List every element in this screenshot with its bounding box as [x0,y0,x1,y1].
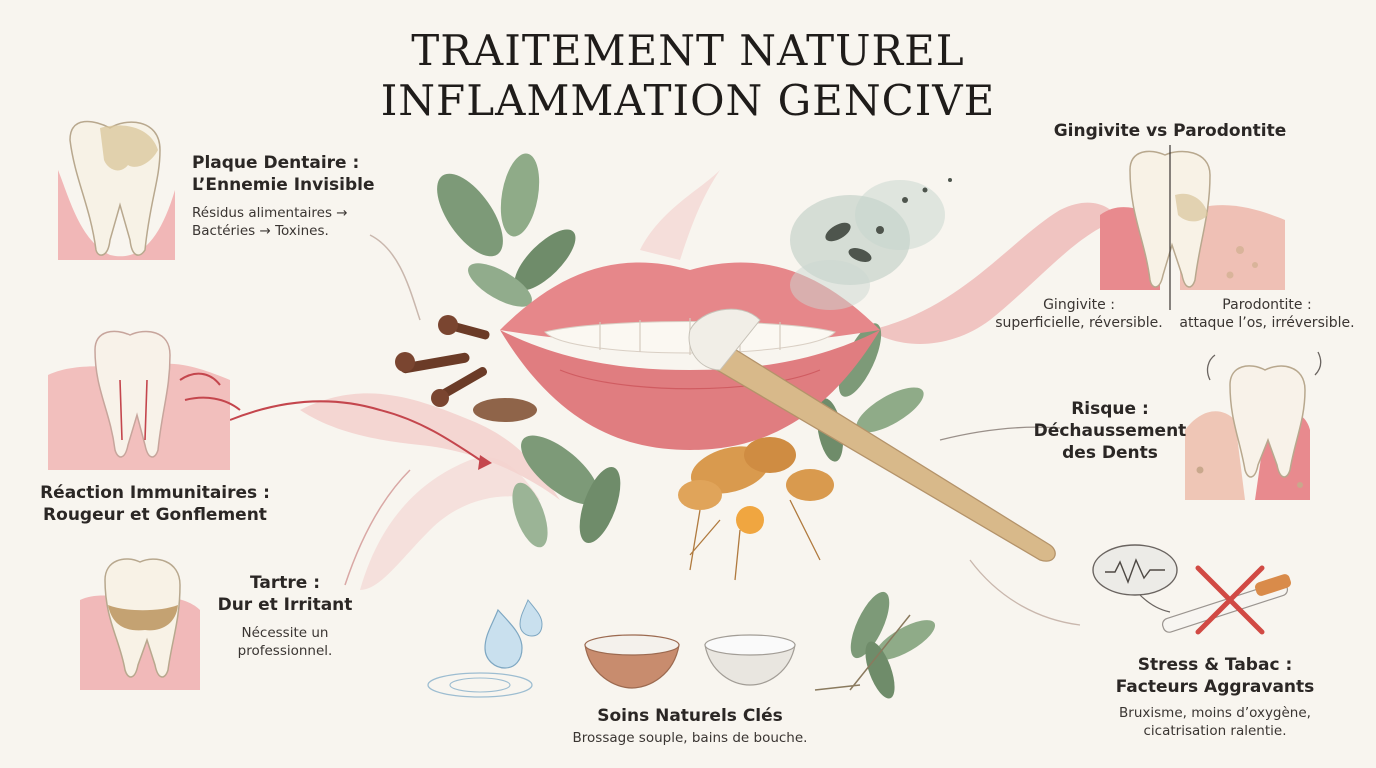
care-items-illustration [427,591,936,699]
ribbon-left-lower [360,457,540,590]
gingivitis-title: Gingivite : [1043,297,1115,313]
immune-callout: Réaction Immunitaires : Rougeur et Gonfl… [20,482,290,526]
tartar-text-1: Nécessite un [241,625,329,641]
ribbon-right [870,202,1120,344]
stress-text-2: cicatrisation ralentie. [1143,723,1287,739]
stress-text-1: Bruxisme, moins d’oxygène, [1119,705,1311,721]
connector-plaque [369,234,421,321]
tartar-text-2: professionnel. [237,643,333,659]
plaque-heading-1: Plaque Dentaire : [192,153,360,173]
plaque-tooth-illustration [58,120,175,260]
care-callout: Soins Naturels Clés Brossage souple, bai… [530,705,850,747]
immune-tooth-illustration [48,330,241,470]
plaque-heading-2: L’Ennemie Invisible [192,175,375,195]
tartar-heading-1: Tartre : [249,573,321,593]
stress-smoking-illustration [1092,544,1291,635]
tartar-heading-2: Dur et Irritant [217,595,353,615]
risk-heading-3: des Dents [1062,443,1158,463]
risk-callout: Risque : Déchaussement des Dents [1030,398,1190,464]
gingivitis-label: Gingivite : superficielle, réversible. [990,296,1168,332]
connector-stress [969,559,1081,626]
immune-heading-1: Réaction Immunitaires : [40,483,270,503]
periodontitis-text: attaque l’os, irréversible. [1179,315,1355,331]
tartar-callout: Tartre : Dur et Irritant Nécessite un pr… [205,572,365,660]
bacteria-cloud [790,178,952,310]
tartar-tooth-illustration [80,558,200,690]
risk-heading-1: Risque : [1071,399,1149,419]
plaque-text-1: Résidus alimentaires → [192,205,348,221]
gingivitis-text: superficielle, réversible. [995,315,1163,331]
stress-callout: Stress & Tabac : Facteurs Aggravants Bru… [1090,654,1340,740]
compare-callout: Gingivite vs Parodontite [1040,120,1300,142]
page-title: TRAITEMENT NATUREL INFLAMMATION GENCIVE [300,26,1076,126]
stress-heading-2: Facteurs Aggravants [1115,677,1315,697]
connector-risk [939,426,1061,441]
arrow-immune [478,455,492,470]
connector-tartar [344,469,411,586]
connector-immune [229,400,481,461]
ribbon-top [640,170,720,260]
plaque-callout: Plaque Dentaire : L’Ennemie Invisible Ré… [192,152,392,240]
immune-heading-2: Rougeur et Gonflement [43,505,267,525]
risk-heading-2: Déchaussement [1033,421,1187,441]
title-line-2: INFLAMMATION GENCIVE [380,76,996,125]
periodontitis-label: Parodontite : attaque l’os, irréversible… [1172,296,1362,332]
care-text: Brossage souple, bains de bouche. [572,730,808,746]
mouth-illustration [500,262,880,450]
cloves [395,315,537,422]
ribbon-left [300,393,560,500]
care-heading: Soins Naturels Clés [597,706,783,726]
comparison-tooth-illustration [1100,145,1285,310]
plaque-text-2: Bactéries → Toxines. [192,223,329,239]
stress-heading-1: Stress & Tabac : [1137,655,1293,675]
toothbrush [688,308,1056,562]
periodontitis-title: Parodontite : [1222,297,1312,313]
title-line-1: TRAITEMENT NATUREL [411,26,965,75]
loose-tooth-illustration [1185,351,1322,500]
turmeric-root [678,437,834,581]
compare-heading: Gingivite vs Parodontite [1053,121,1287,141]
